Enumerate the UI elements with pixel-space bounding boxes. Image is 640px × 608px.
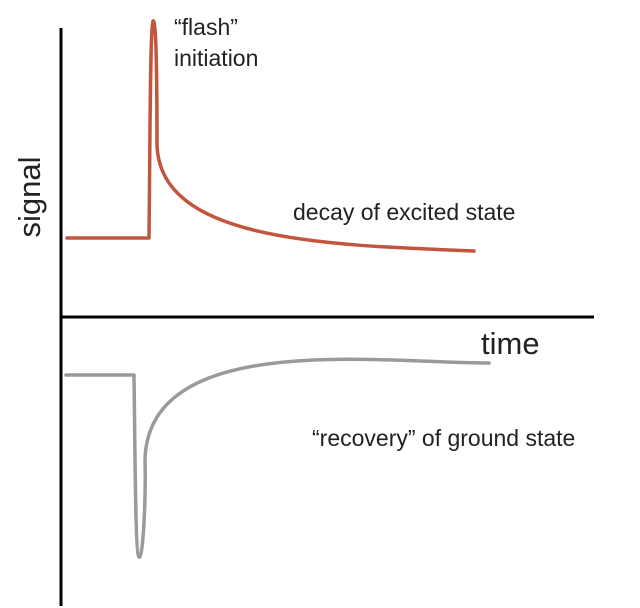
flash-annotation-line2: initiation <box>174 45 258 71</box>
ground-state-signal-curve <box>64 357 491 559</box>
recovery-annotation: “recovery” of ground state <box>312 425 575 451</box>
excited-state-signal-curve <box>65 19 476 253</box>
x-axis-label: time <box>481 326 540 361</box>
flash-annotation-line1: “flash” <box>174 14 238 40</box>
y-axis-label: signal <box>12 157 47 238</box>
decay-annotation: decay of excited state <box>293 199 515 225</box>
